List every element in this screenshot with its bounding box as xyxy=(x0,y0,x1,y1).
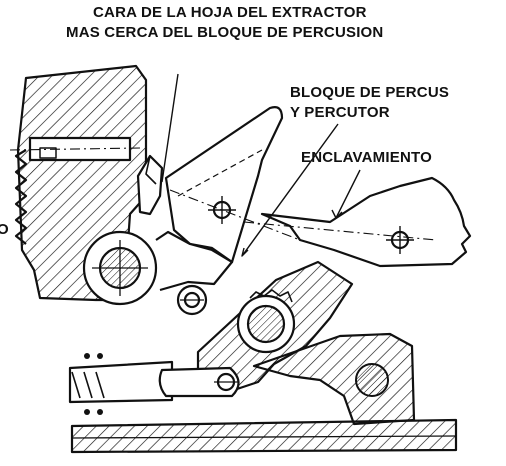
leader-firing-block xyxy=(241,123,339,257)
leader-extractor xyxy=(161,73,179,183)
firing-pin-rod xyxy=(68,360,174,404)
frame-pin xyxy=(355,363,389,397)
barrel-threads xyxy=(14,149,28,245)
centerline-3 xyxy=(243,221,437,241)
locking-block xyxy=(260,176,472,268)
centerline-2 xyxy=(169,189,301,241)
firing-block-upper-arm xyxy=(164,106,284,264)
pin-spring xyxy=(71,371,105,399)
centerline-1 xyxy=(9,147,141,151)
label-firing-block-line2: Y PERCUTOR xyxy=(290,104,390,121)
label-firing-block-line1: BLOQUE DE PERCUS xyxy=(290,84,450,101)
label-locking: ENCLAVAMIENTO xyxy=(301,149,432,166)
label-extractor-face-line2: MAS CERCA DEL BLOQUE DE PERCUSION xyxy=(66,24,384,41)
leader-locking xyxy=(335,169,361,219)
label-left-fragment: O xyxy=(0,221,9,238)
label-extractor-face-line1: CARA DE LA HOJA DEL EXTRACTOR xyxy=(93,4,367,21)
plunger-slot xyxy=(158,366,240,398)
base-plate xyxy=(70,418,458,454)
